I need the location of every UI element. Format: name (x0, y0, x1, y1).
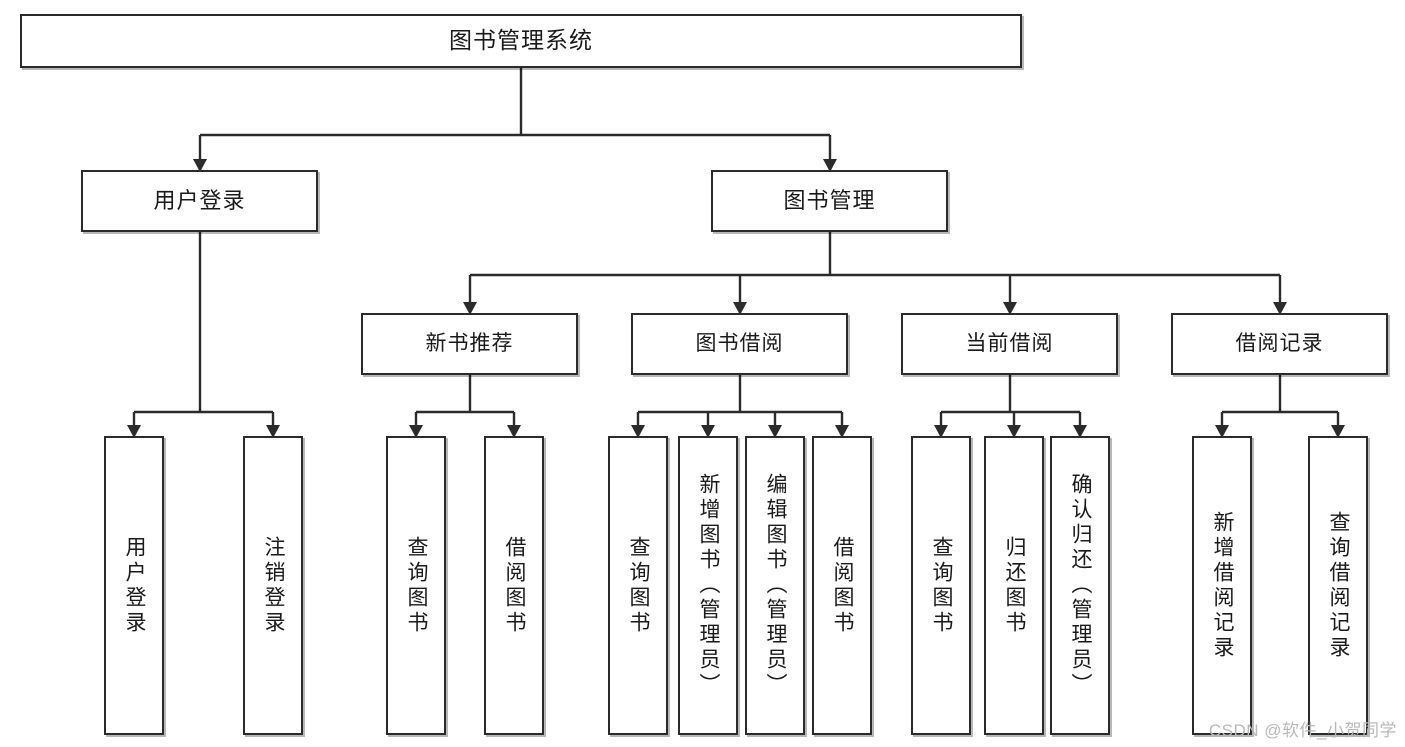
connector-arrowhead (193, 159, 207, 172)
connector-arrowhead (823, 159, 837, 172)
node-leaf-cb-return-book[interactable]: 归还图书 (984, 436, 1044, 735)
node-label: 用户登录 (123, 535, 147, 636)
node-label: 借阅图书 (831, 535, 855, 636)
connector-arrowhead (631, 425, 645, 438)
node-label: 图书管理系统 (449, 27, 593, 54)
node-label: 新增借阅记录 (1211, 510, 1235, 661)
connector-arrowhead (127, 425, 141, 438)
node-label: 归还图书 (1003, 535, 1027, 636)
connector-arrowhead (701, 425, 715, 438)
connector-arrowhead (1003, 302, 1017, 315)
node-new-book-rec[interactable]: 新书推荐 (361, 313, 578, 375)
node-label: 注销登录 (262, 535, 286, 636)
connector-arrowhead (463, 302, 477, 315)
connector-arrowhead (1331, 425, 1345, 438)
node-borrow-record[interactable]: 借阅记录 (1171, 313, 1388, 375)
watermark-label: CSDN @软件_小贺同学 (1208, 721, 1397, 740)
connector-arrowhead (1273, 302, 1287, 315)
node-label: 用户登录 (153, 188, 246, 214)
node-user-login[interactable]: 用户登录 (81, 170, 318, 232)
connector-arrowhead (1007, 425, 1021, 438)
node-leaf-user-logout[interactable]: 注销登录 (243, 436, 303, 735)
node-label: 新增图书（管理员） (697, 473, 721, 698)
node-leaf-bb-borrow-book[interactable]: 借阅图书 (812, 436, 872, 735)
node-leaf-cb-query-book[interactable]: 查询图书 (911, 436, 971, 735)
node-book-manage[interactable]: 图书管理 (711, 170, 948, 232)
node-label: 借阅图书 (503, 535, 527, 636)
connector-arrowhead (733, 302, 747, 315)
node-leaf-rec-query-book[interactable]: 查询图书 (386, 436, 446, 735)
node-leaf-bb-query-book[interactable]: 查询图书 (608, 436, 668, 735)
connector-arrowhead (409, 425, 423, 438)
node-label: 图书管理 (783, 188, 876, 214)
node-current-borrow[interactable]: 当前借阅 (901, 313, 1118, 375)
node-label: 确认归还（管理员） (1069, 473, 1093, 698)
connector-arrowhead (1215, 425, 1229, 438)
connector-arrowhead (835, 425, 849, 438)
node-leaf-bb-add-book[interactable]: 新增图书（管理员） (678, 436, 738, 735)
connector-arrowhead (934, 425, 948, 438)
connector-arrowhead (266, 425, 280, 438)
node-leaf-cb-confirm-return[interactable]: 确认归还（管理员） (1050, 436, 1110, 735)
node-leaf-bb-edit-book[interactable]: 编辑图书（管理员） (745, 436, 805, 735)
node-leaf-br-add-record[interactable]: 新增借阅记录 (1192, 436, 1252, 735)
node-label: 查询图书 (405, 535, 429, 636)
node-label: 当前借阅 (965, 331, 1054, 355)
node-book-borrow[interactable]: 图书借阅 (631, 313, 848, 375)
node-root[interactable]: 图书管理系统 (20, 14, 1022, 68)
node-label: 图书借阅 (695, 331, 784, 355)
node-label: 借阅记录 (1235, 331, 1324, 355)
connector-arrowhead (507, 425, 521, 438)
node-leaf-user-login[interactable]: 用户登录 (104, 436, 164, 735)
connector-arrowhead (1073, 425, 1087, 438)
node-label: 新书推荐 (425, 331, 514, 355)
node-label: 查询图书 (930, 535, 954, 636)
node-leaf-rec-borrow-book[interactable]: 借阅图书 (484, 436, 544, 735)
node-label: 查询借阅记录 (1327, 510, 1351, 661)
node-leaf-br-query-record[interactable]: 查询借阅记录 (1308, 436, 1368, 735)
node-label: 查询图书 (627, 535, 651, 636)
connector-arrowhead (768, 425, 782, 438)
node-label: 编辑图书（管理员） (764, 473, 788, 698)
